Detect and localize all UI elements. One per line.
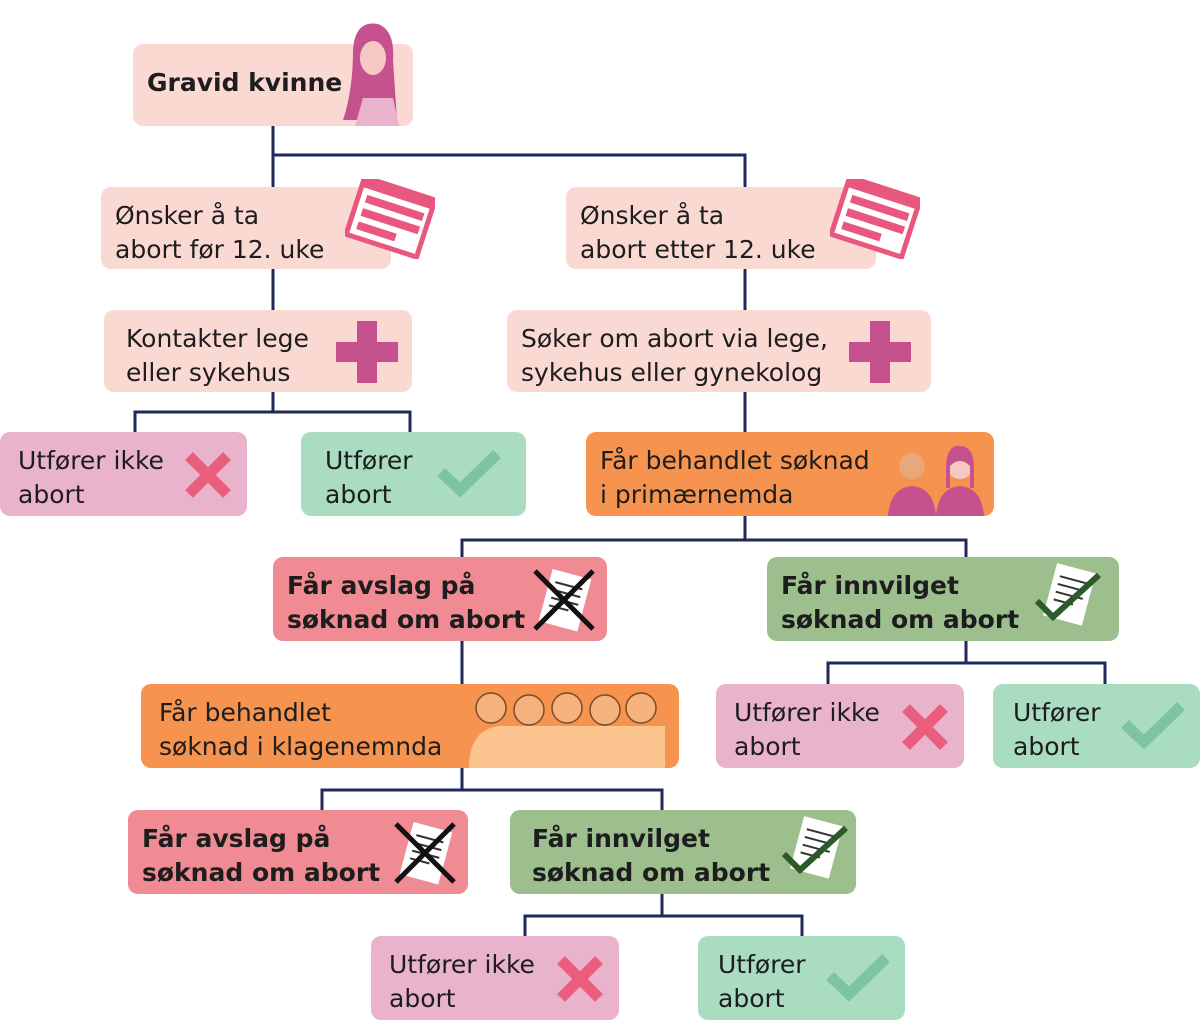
approved-document-icon (781, 816, 849, 879)
node-no-abortion: Utfører ikke abort (371, 936, 619, 1020)
node-label: Gravid kvinne (147, 68, 343, 97)
node-contact-doctor: Kontakter lege eller sykehus (104, 310, 412, 392)
rejected-document-icon (394, 822, 456, 885)
calendar-icon (830, 179, 920, 259)
node-label: Kontakter lege eller sykehus (126, 324, 309, 387)
node-abortion: Utfører abort (993, 684, 1200, 768)
appeal-board-people-icon (469, 692, 665, 768)
node-label: Utfører abort (718, 950, 806, 1013)
node-granted: Får innvilget søknad om abort (767, 557, 1119, 641)
node-label: Utfører ikke abort (734, 698, 880, 761)
approved-document-icon (1034, 563, 1102, 626)
node-label: Får innvilget søknad om abort (781, 571, 1020, 634)
node-before-12-weeks: Ønsker å ta abort før 12. uke (101, 179, 435, 269)
node-label: Får behandlet søknad i klagenemnda (159, 698, 443, 761)
node-granted: Får innvilget søknad om abort (510, 810, 856, 894)
calendar-icon (345, 179, 435, 259)
node-abortion: Utfører abort (301, 432, 526, 516)
cross-icon (185, 452, 231, 498)
board-people-icon (888, 445, 984, 516)
node-label: Utfører ikke abort (389, 950, 535, 1013)
node-label: Får behandlet søknad i primærnemda (600, 446, 870, 509)
checkmark-icon (437, 450, 501, 498)
node-after-12-weeks: Ønsker å ta abort etter 12. uke (566, 179, 920, 269)
cross-icon (557, 956, 603, 1002)
node-abortion: Utfører abort (698, 936, 905, 1020)
checkmark-icon (826, 954, 890, 1002)
rejected-document-icon (533, 569, 595, 632)
node-appeal-board: Får behandlet søknad i klagenemnda (141, 684, 679, 768)
node-pregnant-woman: Gravid kvinne (133, 23, 413, 126)
node-rejected: Får avslag på søknad om abort (273, 557, 607, 641)
node-label: Utfører abort (325, 446, 413, 509)
checkmark-icon (1121, 702, 1185, 750)
node-apply-via-doctor: Søker om abort via lege, sykehus eller g… (507, 310, 931, 392)
node-primary-board: Får behandlet søknad i primærnemda (586, 432, 994, 516)
node-label: Ønsker å ta abort etter 12. uke (580, 201, 816, 264)
node-no-abortion: Utfører ikke abort (716, 684, 964, 768)
node-label: Søker om abort via lege, sykehus eller g… (521, 324, 828, 387)
node-label: Utfører abort (1013, 698, 1101, 761)
woman-icon (343, 23, 399, 126)
node-label: Utfører ikke abort (18, 446, 164, 509)
medical-cross-icon (336, 321, 398, 383)
medical-cross-icon (849, 321, 911, 383)
node-label: Ønsker å ta abort før 12. uke (115, 201, 325, 264)
node-label: Får innvilget søknad om abort (532, 824, 771, 887)
node-label: Får avslag på søknad om abort (287, 571, 526, 634)
cross-icon (902, 704, 948, 750)
node-rejected: Får avslag på søknad om abort (128, 810, 468, 894)
node-label: Får avslag på søknad om abort (142, 824, 381, 887)
node-no-abortion: Utfører ikke abort (0, 432, 247, 516)
